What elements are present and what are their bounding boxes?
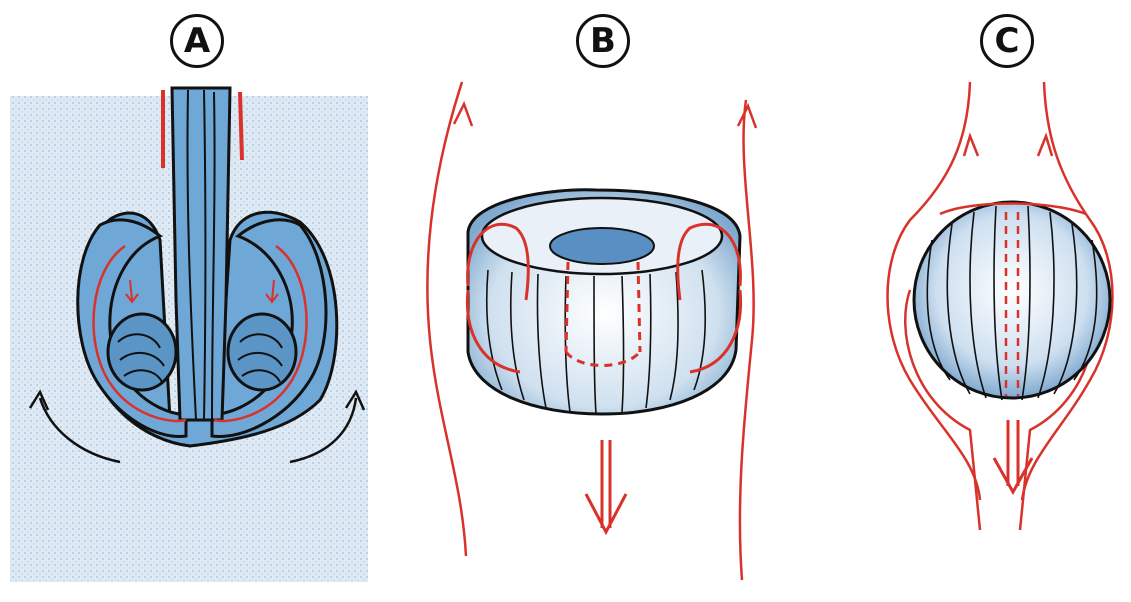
panel-c-drawing [800, 0, 1131, 602]
right-curl [228, 314, 296, 390]
stem-flow-right [240, 92, 242, 160]
downward-motion-arrow [1008, 420, 1018, 486]
panel-b: B [380, 0, 800, 602]
panel-b-drawing [380, 0, 800, 602]
panel-c: C [800, 0, 1131, 602]
panel-a: A [0, 0, 380, 602]
downward-motion-arrow [602, 440, 610, 528]
vortex-stem [172, 88, 230, 420]
outer-flow-left [427, 82, 466, 556]
outer-flow-right [740, 100, 754, 580]
torus-core [550, 228, 654, 264]
panel-a-drawing [0, 0, 380, 602]
